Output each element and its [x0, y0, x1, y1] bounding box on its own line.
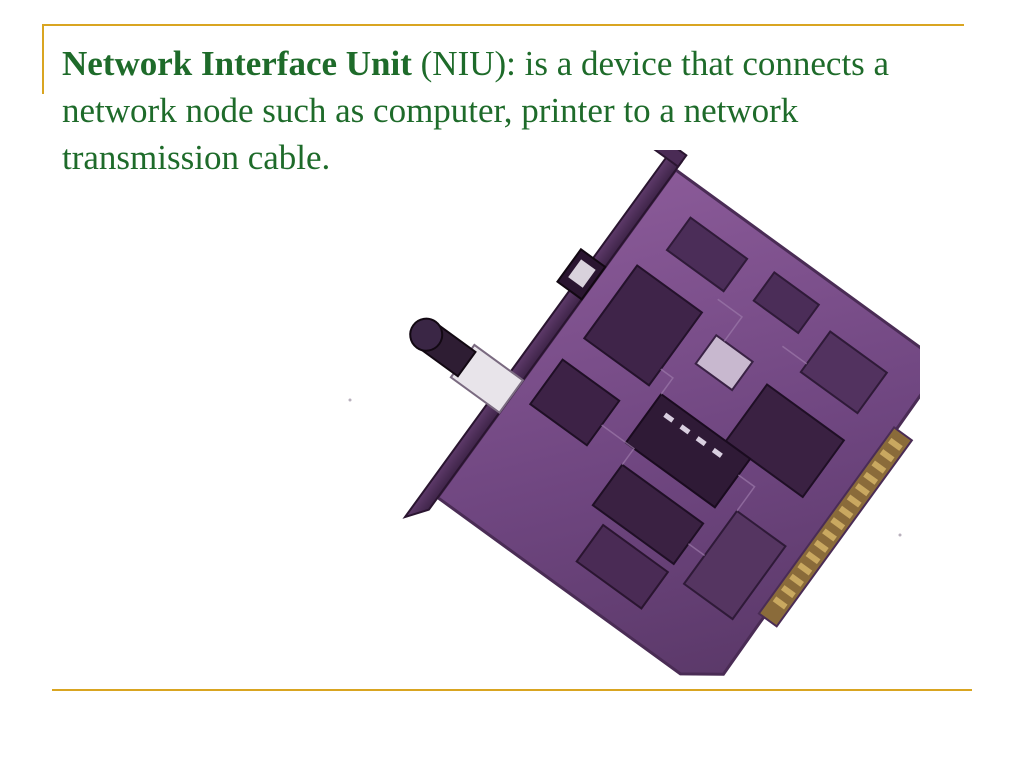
left-accent-rule [42, 24, 44, 94]
definition-text: (NIU): is a device that connects a netwo… [62, 44, 890, 177]
term-heading: Network Interface Unit [62, 44, 412, 83]
card-body [402, 150, 920, 676]
definition-paragraph: Network Interface Unit (NIU): is a devic… [62, 40, 962, 181]
top-accent-rule [42, 24, 964, 26]
network-interface-card-image [348, 150, 920, 676]
bottom-accent-rule [52, 689, 972, 691]
